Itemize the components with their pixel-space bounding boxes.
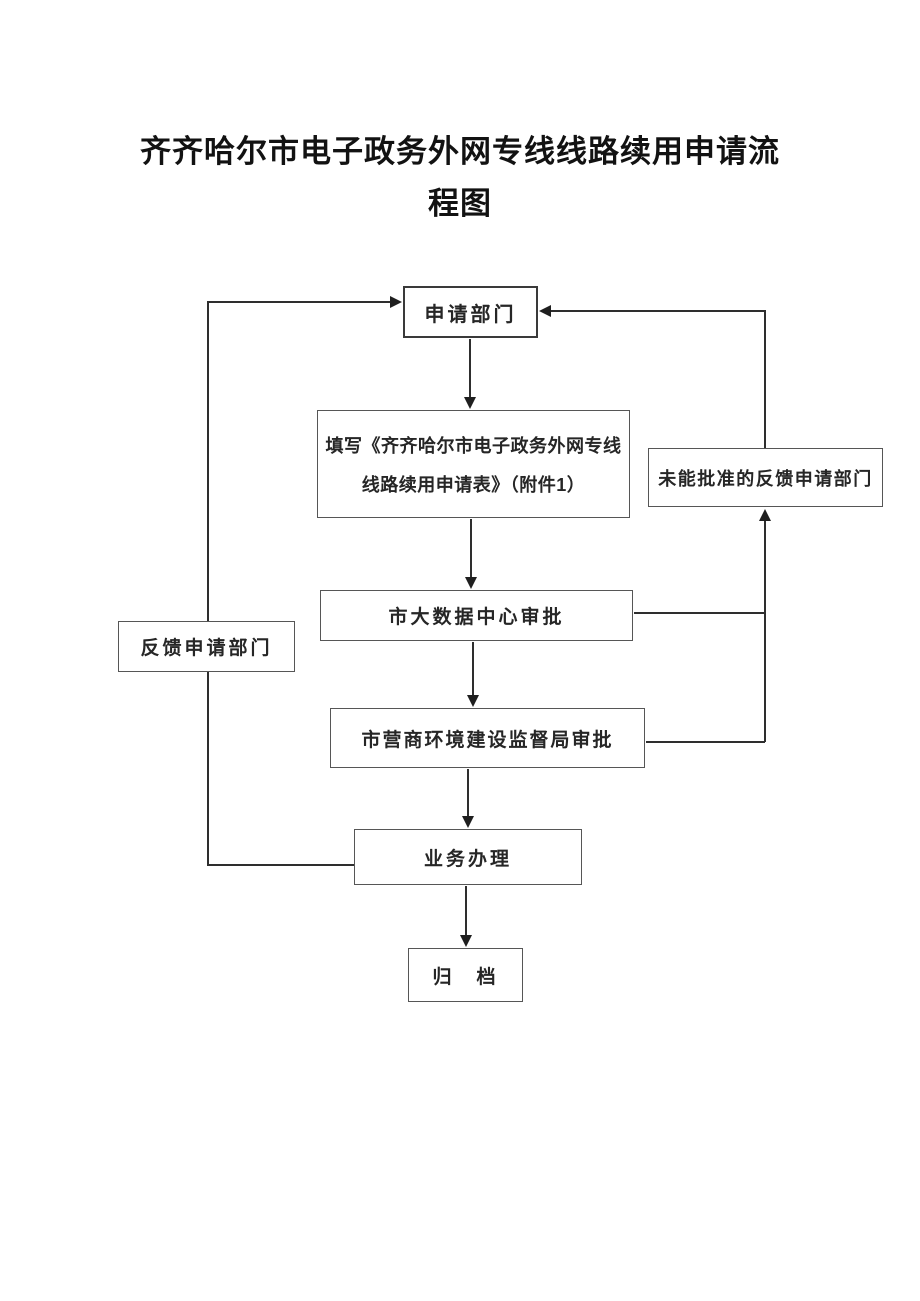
flow-node-big-data-center-approval: 市大数据中心审批 [320, 590, 633, 641]
flow-node-fill-form-label-line1: 填写《齐齐哈尔市电子政务外网专线 [325, 435, 622, 456]
flow-node-archive: 归 档 [408, 948, 523, 1002]
page-title-line-2: 程图 [428, 186, 492, 221]
edge-right-loop-top-line [549, 310, 766, 448]
flow-node-feedback-apply-dept: 反馈申请部门 [118, 621, 295, 672]
flow-node-apply-dept-label: 申请部门 [424, 303, 517, 326]
arrowhead-into-apply-right [539, 305, 551, 317]
arrowhead-into-handle [462, 816, 474, 828]
flow-node-business-handling-label: 业务办理 [423, 848, 512, 870]
flow-node-apply-dept: 申请部门 [403, 286, 538, 338]
flow-node-fill-form: 填写《齐齐哈尔市电子政务外网专线 线路续用申请表》（附件1） [317, 410, 630, 518]
arrowhead-into-big-data [465, 577, 477, 589]
arrowhead-into-fill-form [464, 397, 476, 409]
flow-node-big-data-center-approval-label: 市大数据中心审批 [388, 607, 565, 628]
arrowhead-into-apply-left [390, 296, 402, 308]
flow-node-fill-form-label-line2: 线路续用申请表》（附件1） [361, 474, 586, 495]
edge-left-feedback-loop-line [207, 301, 392, 866]
arrowhead-into-not-approved [759, 509, 771, 521]
arrowhead-into-archive [460, 935, 472, 947]
flow-node-business-env-bureau-approval-label: 市营商环境建设监督局审批 [361, 729, 614, 751]
flow-node-business-handling: 业务办理 [354, 829, 582, 885]
flow-node-feedback-apply-dept-label: 反馈申请部门 [140, 638, 273, 659]
flow-node-archive-label: 归 档 [432, 966, 499, 988]
page-title-line-1: 齐齐哈尔市电子政务外网专线线路续用申请流 [140, 134, 780, 169]
flow-node-business-env-bureau-approval: 市营商环境建设监督局审批 [330, 708, 645, 768]
arrowhead-into-biz-env [467, 695, 479, 707]
page-title: 齐齐哈尔市电子政务外网专线线路续用申请流 程图 [0, 126, 920, 230]
flow-node-not-approved-feedback: 未能批准的反馈申请部门 [648, 448, 883, 507]
flow-node-not-approved-feedback-label: 未能批准的反馈申请部门 [658, 468, 873, 489]
